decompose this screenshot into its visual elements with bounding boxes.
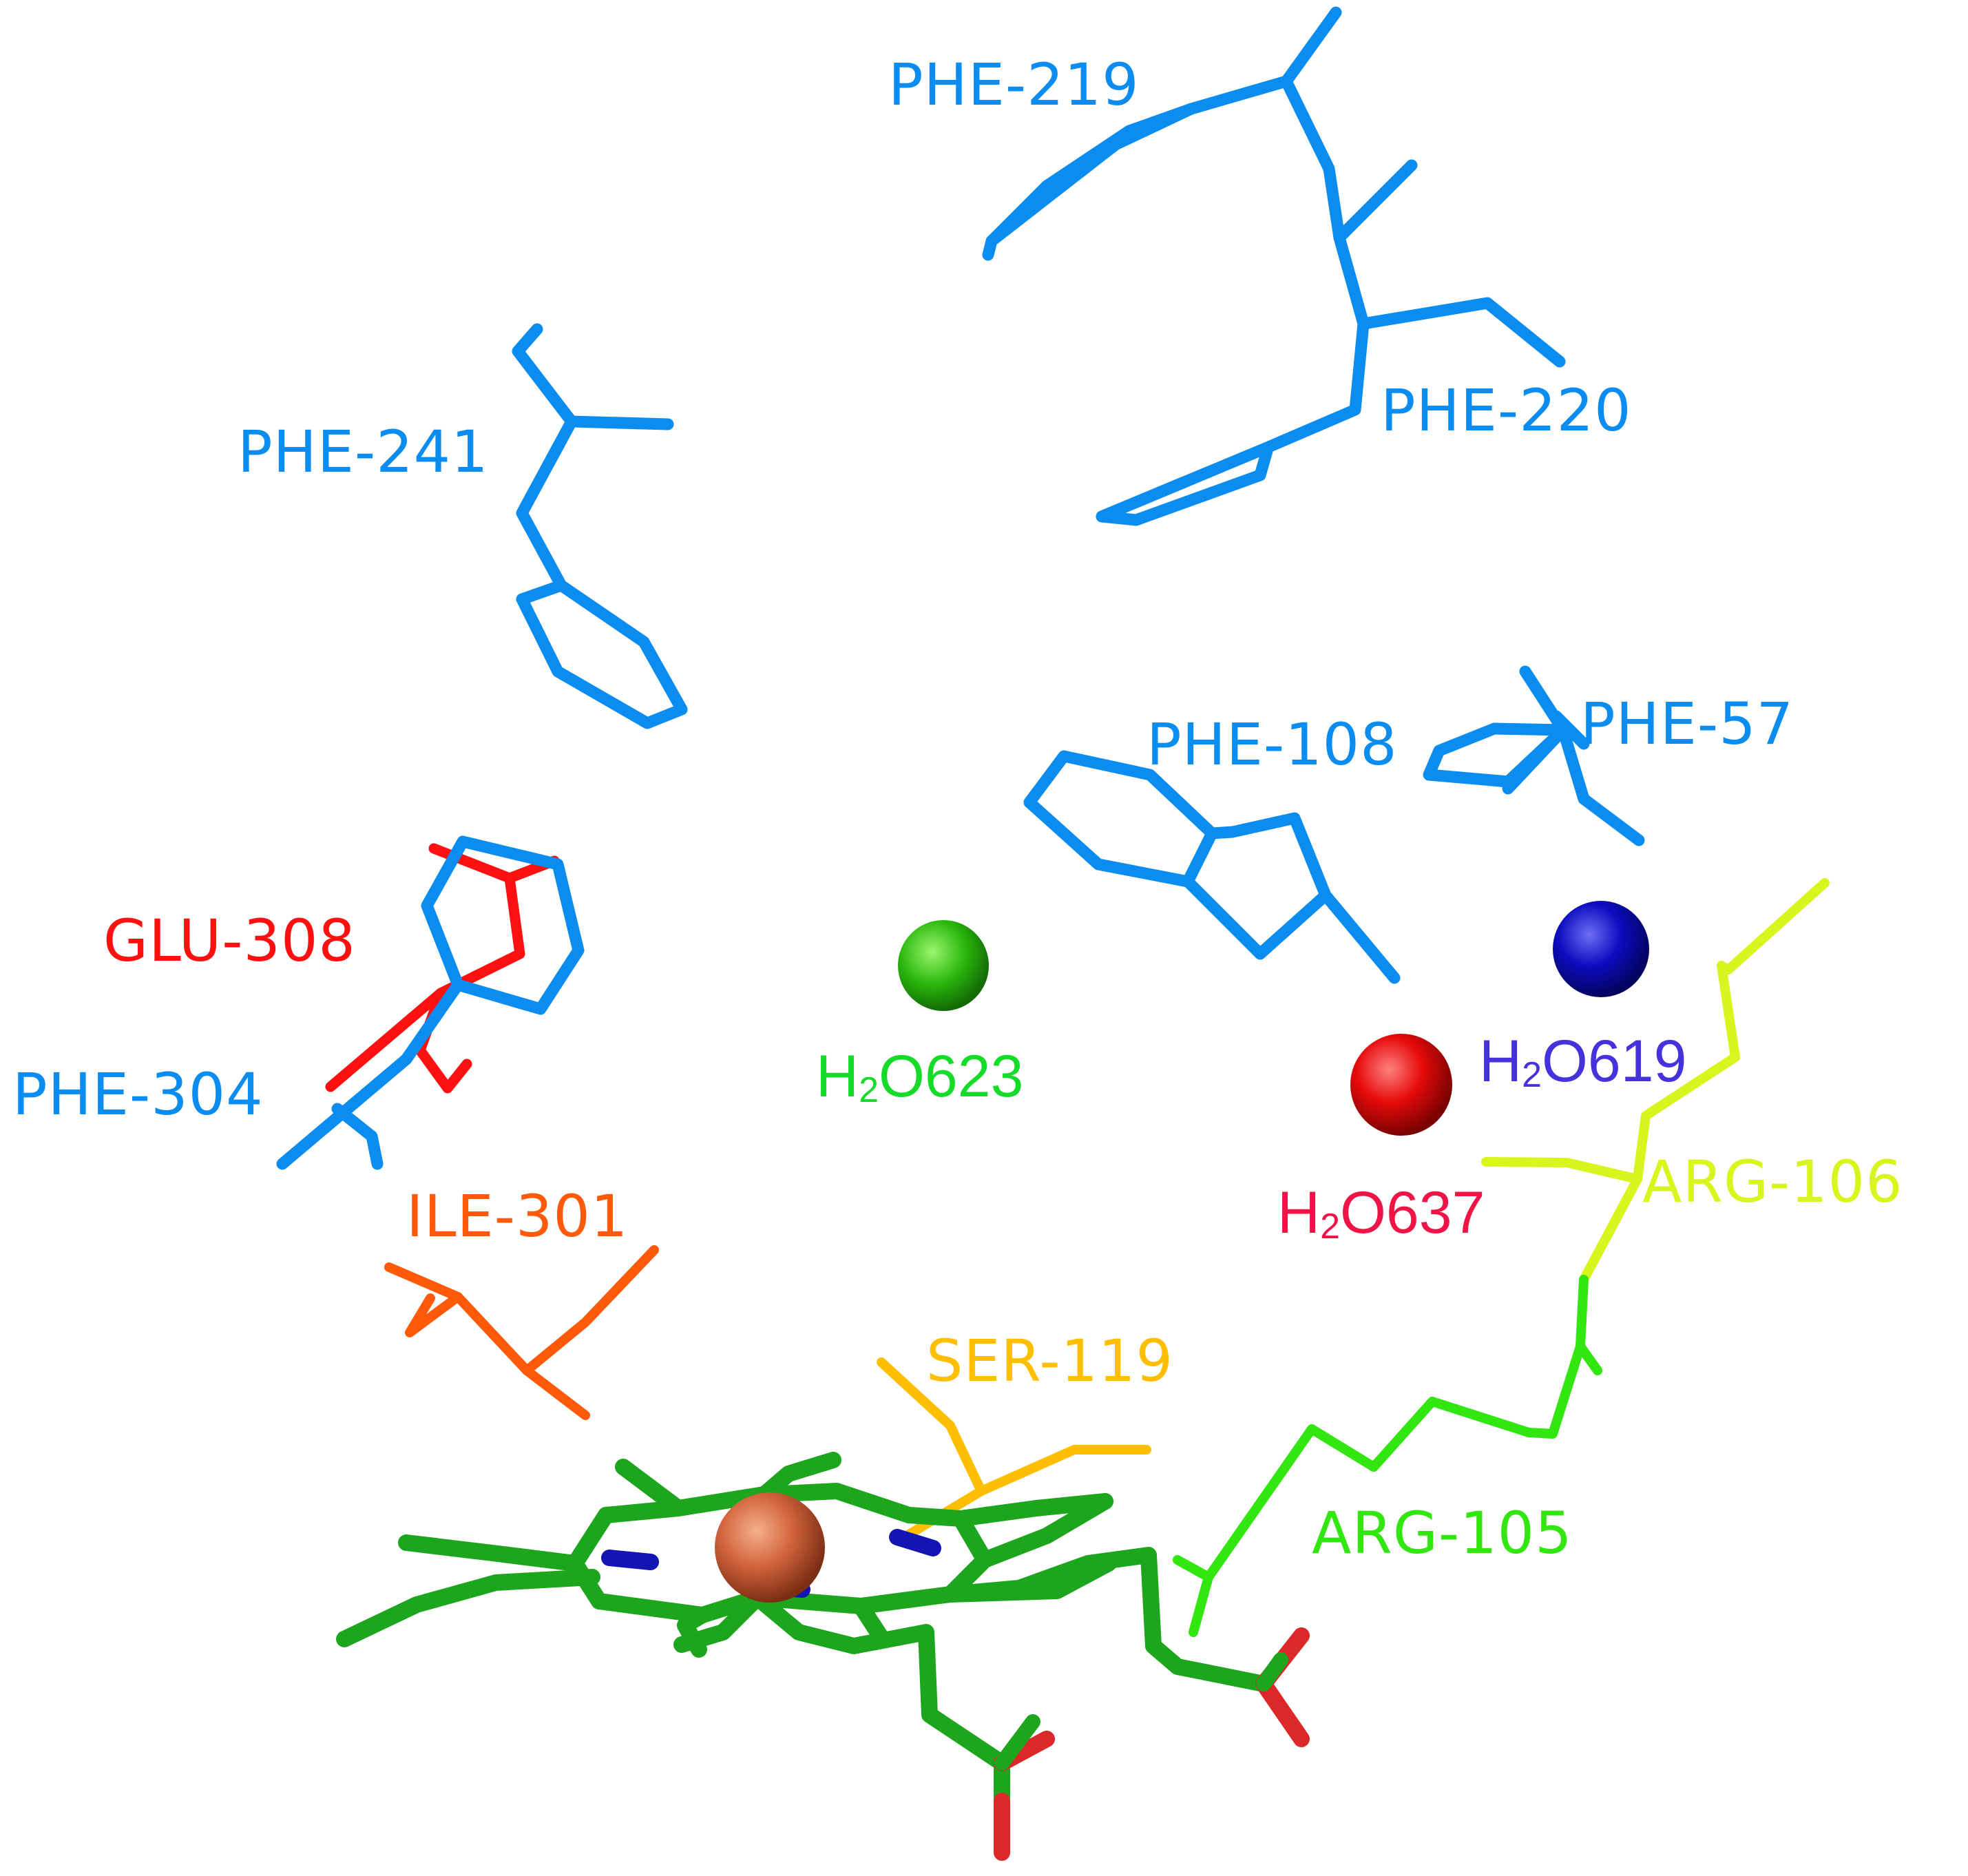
water-623-sphere xyxy=(898,920,989,1011)
residue-phe220 xyxy=(1096,297,1566,526)
label-phe220: PHE-220 xyxy=(1381,377,1632,444)
label-water-619: H2O619 xyxy=(1479,1028,1686,1095)
residue-phe108 xyxy=(1023,750,1401,984)
residue-phe57 xyxy=(1423,665,1645,846)
label-glu308: GLU-308 xyxy=(103,907,356,975)
water-637-sphere xyxy=(1350,1034,1452,1136)
residue-arg106 xyxy=(1481,878,1830,1284)
label-ile301: ILE-301 xyxy=(406,1182,628,1250)
residue-ile301 xyxy=(384,1245,659,1420)
iron-atom xyxy=(715,1492,825,1603)
water-619-sphere xyxy=(1553,901,1649,997)
label-water-623: H2O623 xyxy=(816,1043,1023,1110)
residue-phe219 xyxy=(982,6,1418,330)
label-arg106: ARG-106 xyxy=(1642,1148,1903,1216)
label-phe241: PHE-241 xyxy=(238,418,489,486)
heme-group xyxy=(336,1452,1310,1861)
residue-phe241 xyxy=(512,323,688,729)
label-phe108: PHE-108 xyxy=(1147,711,1398,778)
label-water-637: H2O637 xyxy=(1277,1180,1485,1247)
label-phe219: PHE-219 xyxy=(888,51,1140,118)
label-ser119: SER-119 xyxy=(926,1327,1173,1395)
residue-phe304 xyxy=(276,835,585,1170)
label-arg105: ARG-105 xyxy=(1312,1499,1573,1567)
residue-arg105 xyxy=(1173,1275,1602,1637)
label-phe304: PHE-304 xyxy=(12,1061,264,1128)
label-phe57: PHE-57 xyxy=(1580,690,1794,758)
